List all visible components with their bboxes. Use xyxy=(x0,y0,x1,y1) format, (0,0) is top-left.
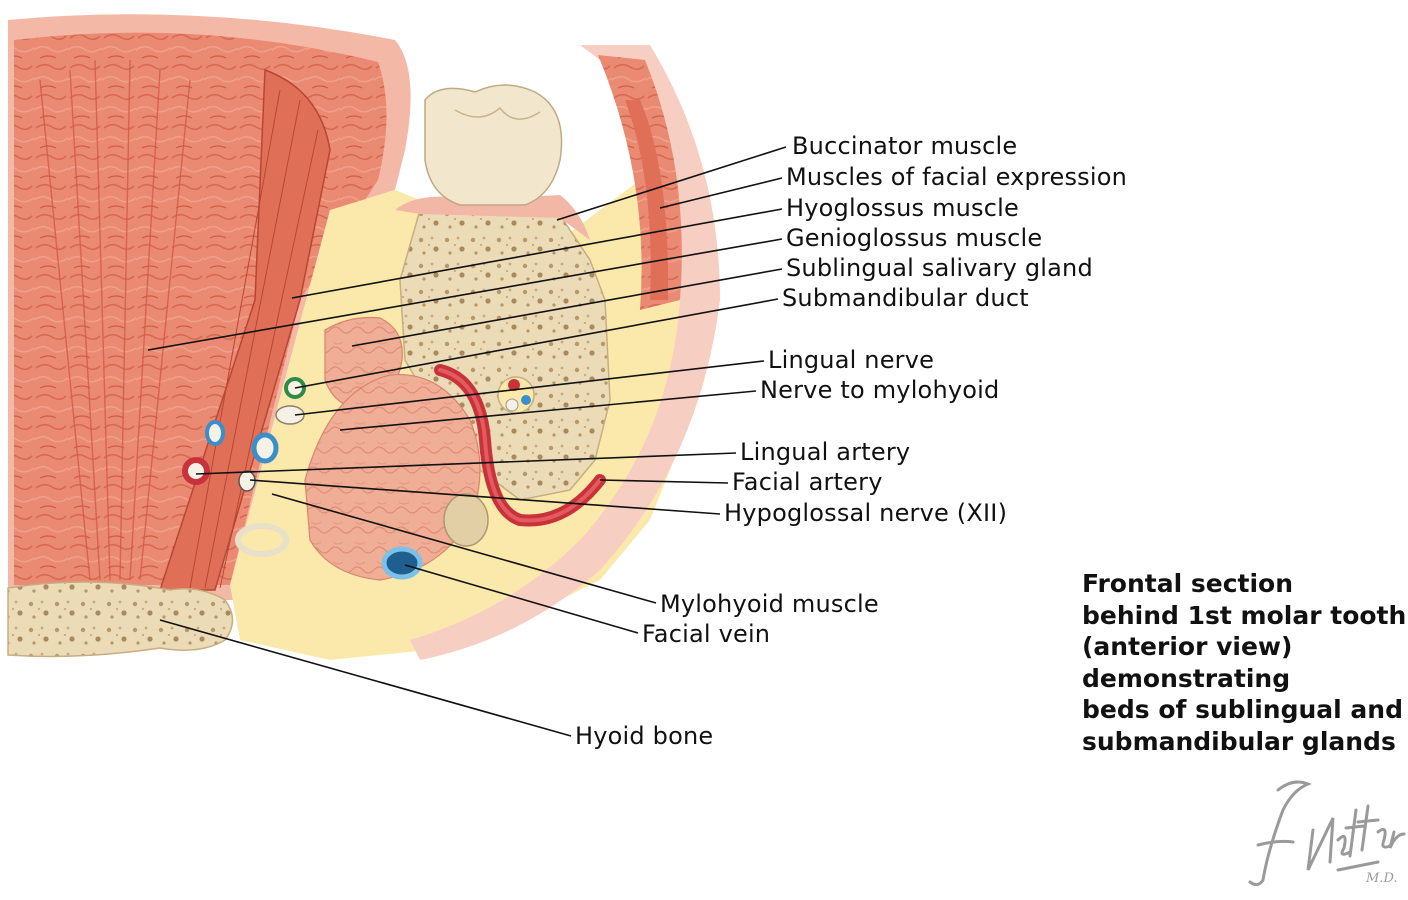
nerve-to-mylohyoid-structure xyxy=(275,405,305,425)
facial-expression-muscle xyxy=(625,100,669,300)
facial-vein-structure xyxy=(381,546,423,580)
label-facial-artery: Facial artery xyxy=(732,468,883,496)
artist-signature: M.D. xyxy=(1248,780,1406,887)
molar-tooth xyxy=(424,84,563,206)
svg-text:M.D.: M.D. xyxy=(1365,871,1398,886)
hyoglossus-band xyxy=(158,68,331,591)
label-hypoglossal-nerve: Hypoglossal nerve (XII) xyxy=(724,499,1008,527)
lingual-artery-structure xyxy=(182,457,210,485)
cheek-skin xyxy=(410,45,720,660)
label-submandibular-duct: Submandibular duct xyxy=(782,284,1029,312)
label-nerve-to-mylohyoid: Nerve to mylohyoid xyxy=(760,376,1000,404)
label-lingual-nerve: Lingual nerve xyxy=(768,346,935,374)
figure-caption: Frontal section behind 1st molar tooth (… xyxy=(1082,568,1406,757)
label-hyoglossus-muscle: Hyoglossus muscle xyxy=(786,194,1019,222)
genioglossus-fibers xyxy=(39,59,191,581)
caption-line: (anterior view) xyxy=(1082,632,1293,661)
hypoglossal-nerve-structure xyxy=(238,470,256,492)
lingual-vein-structure xyxy=(251,432,279,464)
label-lingual-artery: Lingual artery xyxy=(740,438,911,466)
label-mylohyoid-muscle: Mylohyoid muscle xyxy=(660,590,879,618)
label-facial-vein: Facial vein xyxy=(642,620,771,648)
label-muscles-of-facial-expression: Muscles of facial expression xyxy=(786,163,1128,191)
caption-line: behind 1st molar tooth xyxy=(1082,600,1407,630)
hyoid-bone-structure xyxy=(7,581,234,658)
gingiva xyxy=(395,195,590,240)
label-sublingual-salivary-gland: Sublingual salivary gland xyxy=(786,254,1093,282)
caption-line: demonstrating xyxy=(1082,663,1291,693)
caption-line: submandibular glands xyxy=(1082,726,1396,756)
label-hyoid-bone: Hyoid bone xyxy=(575,722,714,750)
label-buccinator-muscle: Buccinator muscle xyxy=(792,132,1018,160)
caption-line: beds of sublingual and xyxy=(1082,695,1403,724)
label-genioglossus-muscle: Genioglossus muscle xyxy=(786,224,1043,252)
leader-lines xyxy=(147,146,787,737)
caption-line: Frontal section xyxy=(1082,569,1294,598)
submandibular-gland xyxy=(304,373,481,581)
